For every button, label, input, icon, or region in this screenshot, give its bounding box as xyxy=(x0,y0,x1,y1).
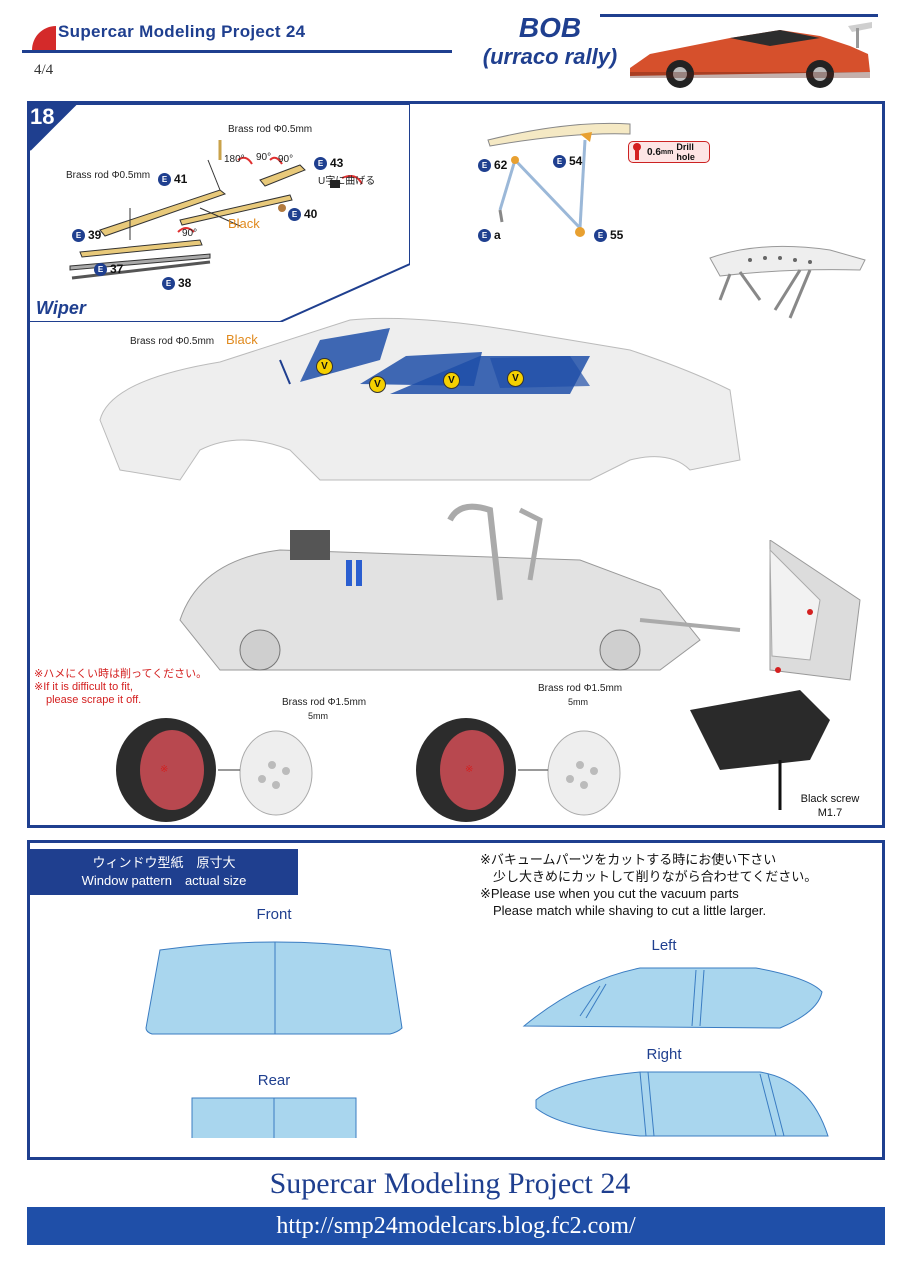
angle-90a: 90° xyxy=(256,152,272,163)
rear-wing-image xyxy=(709,245,866,319)
v-mark-side-2: V xyxy=(443,372,460,389)
body-shell-image xyxy=(99,317,741,481)
header-car-image xyxy=(630,22,872,88)
window-pattern-instructions: ※バキュームパーツをカットする時にお使い下さい 少し大きめにカットして削りながら… xyxy=(480,852,818,918)
footer-url-link[interactable]: http://smp24modelcars.blog.fc2.com/ xyxy=(276,1213,636,1239)
model-name: BOB xyxy=(518,12,582,43)
brass-rod-right-label: Brass rod Φ1.5mm xyxy=(538,683,623,694)
body-brass-rod-label: Brass rod Φ0.5mm xyxy=(130,336,215,347)
wiper-label: Wiper xyxy=(36,298,86,318)
e-icon: E xyxy=(478,228,491,242)
e-icon: E xyxy=(288,207,301,221)
tire-mark-right: ※ xyxy=(465,764,474,775)
window-patterns-right xyxy=(522,967,829,1137)
radiator-subframe-image xyxy=(690,540,861,810)
brass-rod-right-length: 5mm xyxy=(568,697,588,707)
angle-90c: 90° xyxy=(182,228,198,239)
drill-icon xyxy=(633,143,641,160)
tire-mark-left: ※ xyxy=(160,764,169,775)
model-subtitle: (urraco rally) xyxy=(482,44,618,69)
wiper-inset-frame xyxy=(30,104,410,322)
angle-90b: 90° xyxy=(278,154,294,165)
header-rule-left xyxy=(22,50,452,53)
scrape-note: ※ハメにくい時は削ってください。 ※If it is difficult to … xyxy=(34,668,208,706)
black-screw-label: Black screw M1.7 xyxy=(800,793,860,819)
e-icon: E xyxy=(478,158,491,172)
v-mark-windshield: V xyxy=(316,358,333,375)
step-number: 18 xyxy=(30,104,55,129)
header-rule-right xyxy=(600,14,878,17)
project-title: Supercar Modeling Project 24 xyxy=(58,22,306,41)
footer-title: Supercar Modeling Project 24 xyxy=(269,1167,631,1200)
v-mark-side-1: V xyxy=(369,376,386,393)
window-pattern-title: ウィンドウ型紙 原寸大 Window pattern actual size xyxy=(30,849,298,895)
brass-rod-left-label: Brass rod Φ1.5mm xyxy=(282,697,367,708)
brass-rod-left-length: 5mm xyxy=(308,711,328,721)
wiper-brass-rod-left: Brass rod Φ0.5mm xyxy=(66,170,151,181)
e-icon: E xyxy=(594,228,607,242)
e-icon: E xyxy=(162,276,175,290)
chassis-image xyxy=(179,503,741,671)
e-icon: E xyxy=(72,228,85,242)
page-number: 4/4 xyxy=(34,62,54,78)
wheels-tires-image xyxy=(116,718,621,822)
bend-note: U字に曲げる xyxy=(318,176,376,187)
wiper-brass-rod-top: Brass rod Φ0.5mm xyxy=(228,124,313,135)
body-black-label: Black xyxy=(226,332,258,347)
wing-struts-diagram xyxy=(487,122,631,237)
window-pattern-panel xyxy=(27,840,885,1160)
header-corner-logo xyxy=(32,26,56,50)
e-icon: E xyxy=(314,156,327,170)
angle-180: 180° xyxy=(224,154,245,165)
pattern-label-left: Left xyxy=(651,937,677,954)
e-icon: E xyxy=(158,172,171,186)
window-patterns-left xyxy=(145,941,403,1138)
e-icon: E xyxy=(553,154,566,168)
pattern-label-right: Right xyxy=(646,1046,682,1063)
v-mark-side-3: V xyxy=(507,370,524,387)
e-icon: E xyxy=(94,262,107,276)
pattern-label-front: Front xyxy=(256,906,292,923)
footer-bar xyxy=(27,1207,885,1245)
step-18-panel xyxy=(27,101,885,828)
pattern-label-rear: Rear xyxy=(257,1072,291,1089)
wiper-black-label: Black xyxy=(228,216,260,231)
